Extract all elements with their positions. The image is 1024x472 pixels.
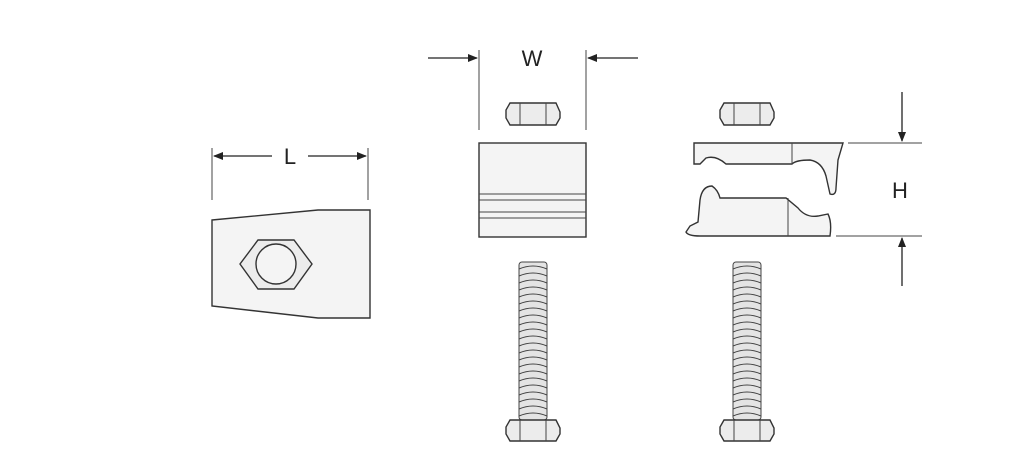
thread-line	[732, 286, 762, 291]
thread-line	[732, 272, 762, 277]
nut-top-front	[505, 102, 561, 126]
thread-line	[518, 335, 548, 340]
width-label: W	[522, 46, 543, 71]
thread-line	[518, 300, 548, 305]
length-label: L	[284, 144, 296, 169]
thread-line	[732, 412, 762, 417]
thread-line	[518, 377, 548, 382]
thread-line	[732, 377, 762, 382]
thread-line	[732, 335, 762, 340]
thread-line	[732, 349, 762, 354]
thread-line	[732, 279, 762, 284]
thread-line	[518, 328, 548, 333]
nut-top-side	[719, 102, 775, 126]
thread-line	[518, 279, 548, 284]
thread-line	[732, 265, 762, 270]
front-view: W	[428, 46, 638, 442]
bolt-shank	[732, 261, 762, 421]
thread-line	[518, 398, 548, 403]
thread-line	[732, 370, 762, 375]
thread-line	[732, 398, 762, 403]
bolt-shank	[518, 261, 548, 421]
bolt-end-circle	[255, 243, 297, 285]
thread-line	[732, 321, 762, 326]
clamp-block-front	[478, 142, 587, 238]
bolt-side	[732, 261, 762, 421]
thread-line	[518, 370, 548, 375]
thread-line	[518, 265, 548, 270]
thread-line	[518, 286, 548, 291]
thread-line	[732, 314, 762, 319]
thread-line	[732, 342, 762, 347]
thread-line	[732, 293, 762, 298]
thread-line	[518, 412, 548, 417]
top-view: L	[211, 144, 371, 319]
thread-line	[518, 314, 548, 319]
upper-jaw	[693, 142, 844, 196]
thread-line	[518, 293, 548, 298]
thread-line	[518, 321, 548, 326]
bolt-head-side	[719, 419, 775, 442]
bolt-head-front	[505, 419, 561, 442]
thread-line	[732, 391, 762, 396]
thread-line	[518, 384, 548, 389]
bolt-front	[518, 261, 548, 421]
thread-line	[518, 391, 548, 396]
lower-jaw	[685, 185, 832, 237]
thread-line	[518, 405, 548, 410]
thread-line	[732, 356, 762, 361]
thread-line	[732, 405, 762, 410]
thread-line	[732, 300, 762, 305]
thread-line	[518, 349, 548, 354]
thread-line	[518, 356, 548, 361]
thread-line	[732, 363, 762, 368]
thread-line	[732, 384, 762, 389]
thread-line	[518, 272, 548, 277]
side-view: H	[685, 92, 922, 442]
thread-line	[518, 307, 548, 312]
thread-line	[732, 328, 762, 333]
thread-line	[732, 307, 762, 312]
height-label: H	[892, 178, 908, 203]
thread-line	[518, 363, 548, 368]
thread-line	[518, 342, 548, 347]
